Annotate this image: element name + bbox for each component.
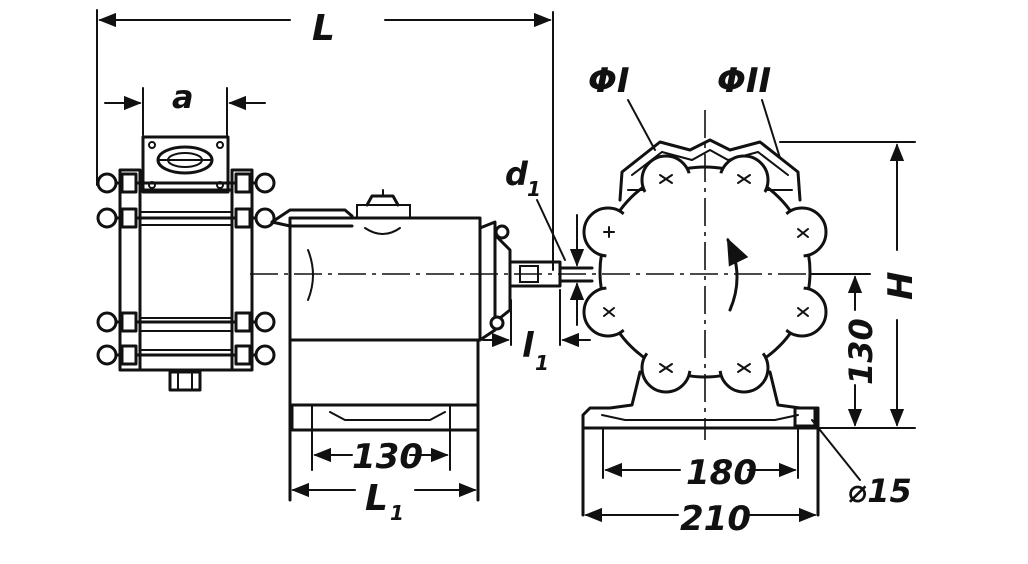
label-a: a	[172, 78, 194, 116]
label-L1: L	[365, 478, 388, 519]
dimension-L: L	[96, 8, 554, 271]
label-L1-sub: 1	[390, 501, 404, 525]
dim-foot-130: 130	[352, 437, 423, 477]
label-d1: d	[505, 155, 529, 193]
dimension-210: 210	[584, 499, 817, 539]
lobed-pump-body	[582, 154, 828, 394]
dimension-hole: ⌀15	[811, 419, 912, 510]
nuts	[96, 172, 276, 366]
label-phi1: ΦI	[588, 61, 630, 101]
dim-210: 210	[680, 499, 751, 539]
dim-height-130: 130	[842, 318, 880, 385]
motor-feet	[288, 338, 480, 502]
dimension-l1: l 1	[482, 289, 591, 375]
dimension-foot-130: 130	[313, 437, 449, 477]
dimension-L1: L 1	[291, 478, 477, 525]
dimension-d1: d 1	[505, 155, 585, 326]
dimension-180: 180	[604, 453, 797, 493]
filter-housing	[96, 135, 276, 392]
label-phi2: ΦII	[717, 61, 771, 101]
label-l1: l	[522, 326, 535, 366]
dimension-height-130: 130	[809, 273, 880, 427]
dimension-a: a	[104, 78, 266, 136]
pump-end-view	[250, 110, 850, 517]
motor-housing	[270, 189, 594, 342]
label-L: L	[312, 8, 335, 49]
label-l1-sub: 1	[535, 351, 549, 375]
label-d1-sub: 1	[527, 177, 541, 201]
dim-hole: ⌀15	[848, 472, 912, 510]
label-H: H	[881, 272, 921, 300]
cover-labels: ΦI ΦII	[588, 61, 781, 159]
dim-180: 180	[686, 453, 757, 493]
dimension-H: H	[759, 141, 921, 429]
